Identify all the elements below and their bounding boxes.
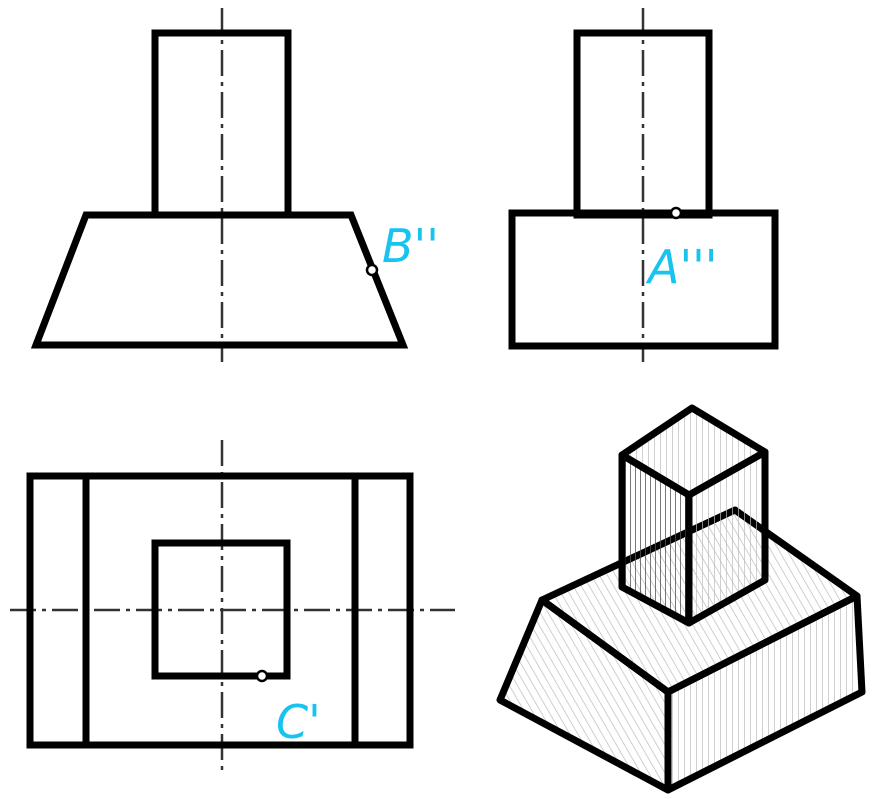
front-view: B'' xyxy=(30,8,439,362)
top-view-column-square xyxy=(151,539,291,680)
label-b-front: B'' xyxy=(382,219,439,273)
top-view: C' xyxy=(10,440,455,775)
side-view: A''' xyxy=(508,8,779,362)
isometric-view xyxy=(496,404,866,794)
point-b-marker xyxy=(365,263,379,277)
label-a-side: A''' xyxy=(645,240,717,294)
prism-top-face xyxy=(618,404,769,499)
label-c-top: C' xyxy=(276,695,321,749)
front-view-base xyxy=(30,211,409,349)
point-a-marker xyxy=(669,206,683,220)
top-view-outer-rectangle xyxy=(26,472,414,749)
side-view-base xyxy=(508,209,779,350)
point-c-marker xyxy=(255,669,269,683)
